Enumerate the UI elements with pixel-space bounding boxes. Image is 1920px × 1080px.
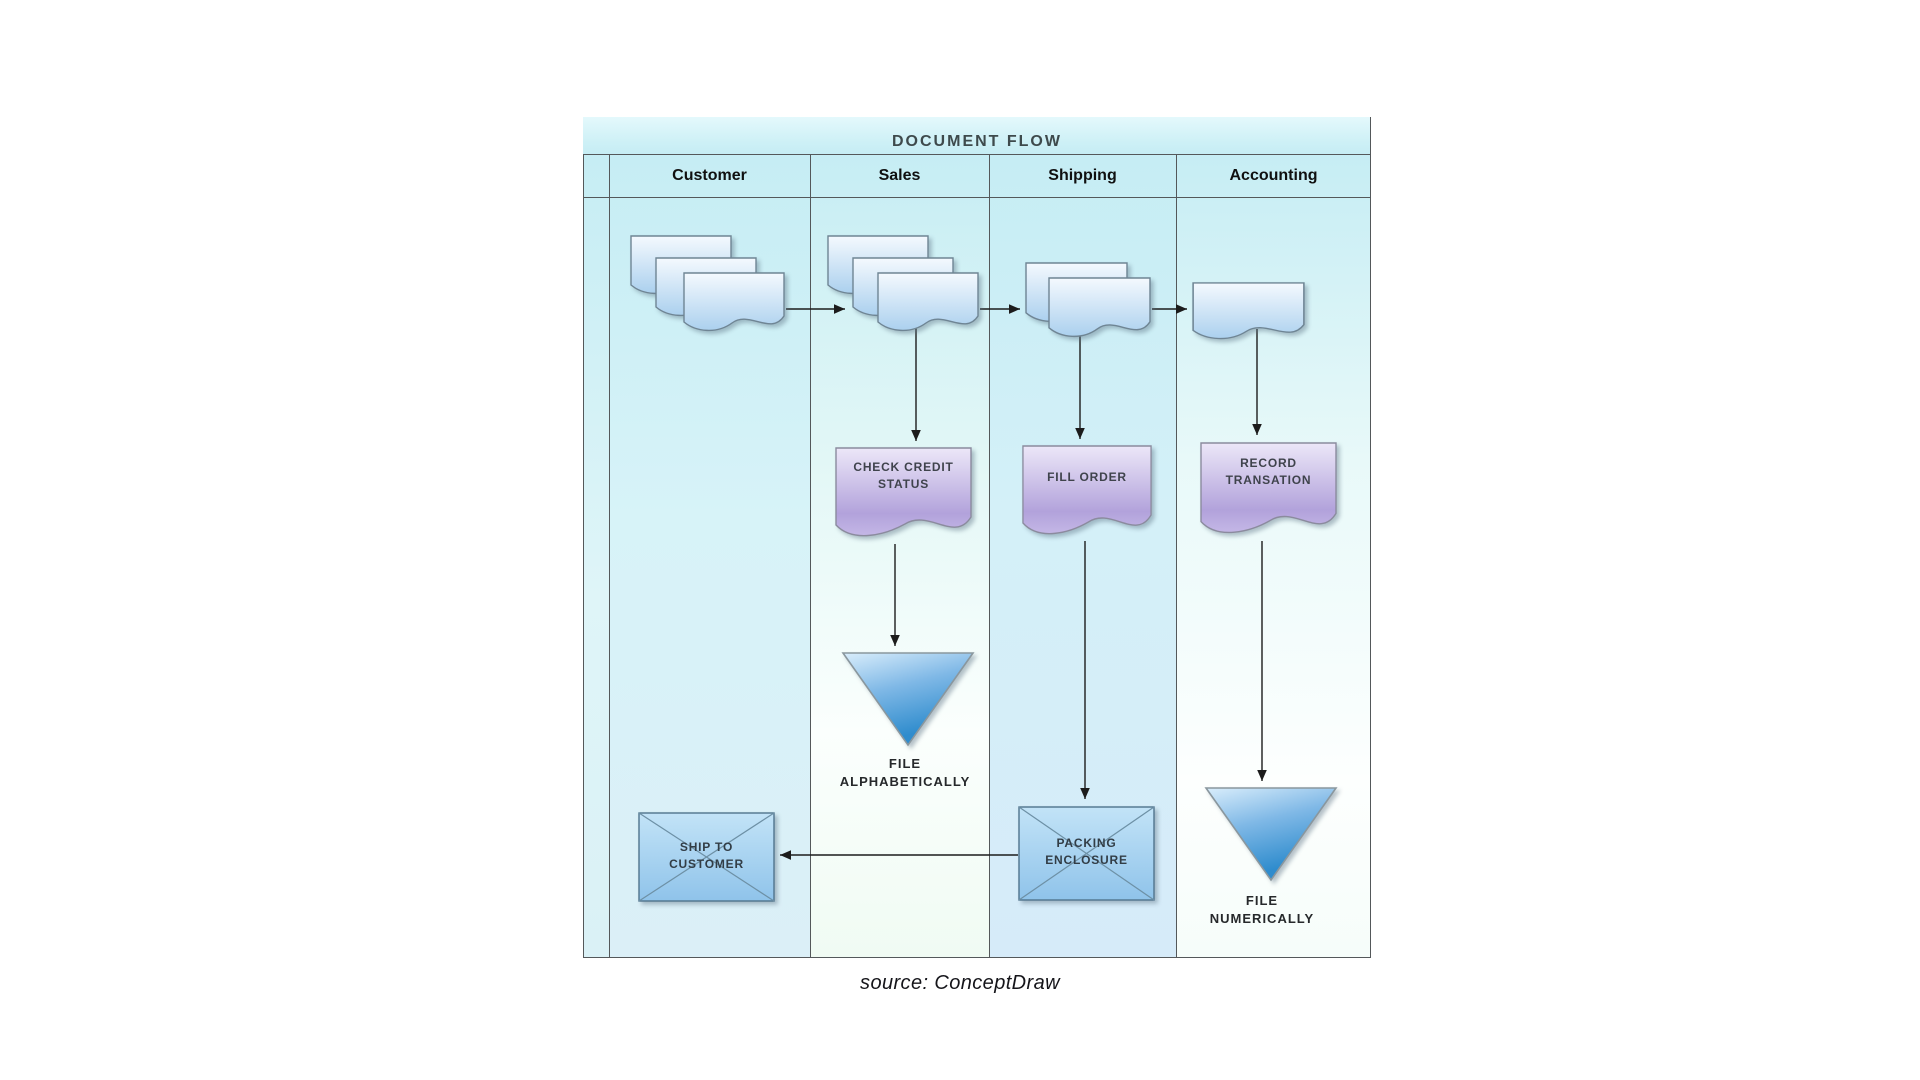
file-alphabetically-triangle-icon (841, 652, 975, 747)
fill-order-shape (1022, 445, 1152, 535)
customer-documents-icon (683, 272, 785, 332)
diagram-title: DOCUMENT FLOW (892, 133, 1062, 150)
header-divider-line (583, 197, 1371, 198)
record-transation-shape (1200, 442, 1337, 534)
title-divider-line (583, 154, 1371, 155)
packing-enclosure-label: PACKING ENCLOSURE (1045, 836, 1128, 867)
shipping-documents-icon (1048, 277, 1151, 338)
gutter-divider-line (609, 154, 610, 958)
lane-gutter (583, 154, 609, 957)
sales-documents-icon (877, 272, 979, 332)
accounting-document-icon (1192, 282, 1305, 340)
document-flow-diagram: DOCUMENT FLOW Customer Sales Shipping Ac… (583, 117, 1371, 959)
right-border-line (1370, 117, 1371, 958)
fill-order-label: FILL ORDER (1047, 470, 1127, 484)
lane-header-customer: Customer (672, 167, 747, 184)
record-transation-label: RECORD TRANSATION (1225, 456, 1312, 487)
left-border-line (583, 154, 584, 958)
file-numerically-label: FILE NUMERICALLY (1209, 893, 1315, 926)
source-caption: source: ConceptDraw (860, 972, 1060, 994)
bottom-border-line (583, 957, 1371, 958)
lane-header-shipping: Shipping (1048, 167, 1117, 184)
diagram-title-bar: DOCUMENT FLOW (583, 117, 1371, 154)
packing-enclosure-envelope-icon (1018, 806, 1155, 901)
lane-header-sales: Sales (878, 167, 921, 184)
check-credit-status-shape (835, 447, 972, 537)
shipping-accounting-divider (1176, 154, 1177, 958)
lane-header-accounting: Accounting (1229, 167, 1318, 184)
sales-shipping-divider (989, 154, 990, 958)
ship-to-customer-label: SHIP TO CUSTOMER (669, 840, 744, 871)
customer-sales-divider (810, 154, 811, 958)
ship-to-customer-envelope-icon (638, 812, 775, 902)
check-credit-status-label: CHECK CREDIT STATUS (853, 460, 954, 491)
flow-arrows (780, 304, 1267, 860)
file-alphabetically-label: FILE ALPHABETICALLY (839, 756, 971, 789)
file-numerically-triangle-icon (1204, 787, 1338, 882)
